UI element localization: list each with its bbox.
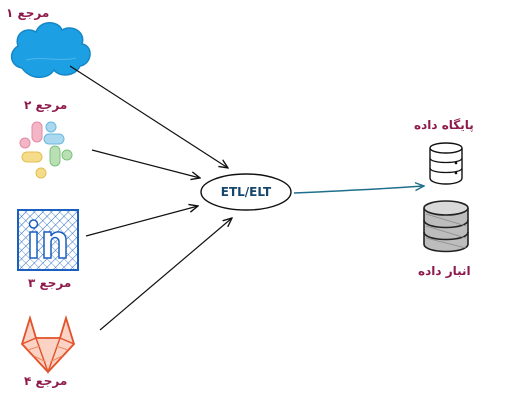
linkedin-icon	[17, 209, 79, 271]
data-warehouse-icon	[423, 200, 469, 253]
source-1-label: مرجع ۱	[6, 6, 50, 20]
arrow-etl-to-targets	[293, 186, 424, 194]
gitlab-icon	[20, 314, 76, 375]
source-3-label: مرجع ۳	[28, 276, 72, 290]
etl-elt-node: ETL/ELT	[200, 173, 292, 211]
salesforce-cloud-icon	[10, 22, 91, 78]
source-4-label: مرجع ۴	[24, 374, 68, 388]
database-icon	[429, 142, 463, 185]
data-warehouse-label: انبار داده	[418, 264, 471, 278]
arrow-source3-to-etl	[85, 206, 198, 237]
source-2-label: مرجع ۲	[24, 98, 68, 112]
arrow-source4-to-etl	[99, 218, 232, 331]
etl-elt-label: ETL/ELT	[221, 185, 272, 199]
arrow-source1-to-etl	[69, 65, 228, 168]
slack-icon	[19, 121, 73, 179]
database-label: پایگاه داده	[414, 118, 474, 132]
arrow-source2-to-etl	[91, 149, 200, 178]
